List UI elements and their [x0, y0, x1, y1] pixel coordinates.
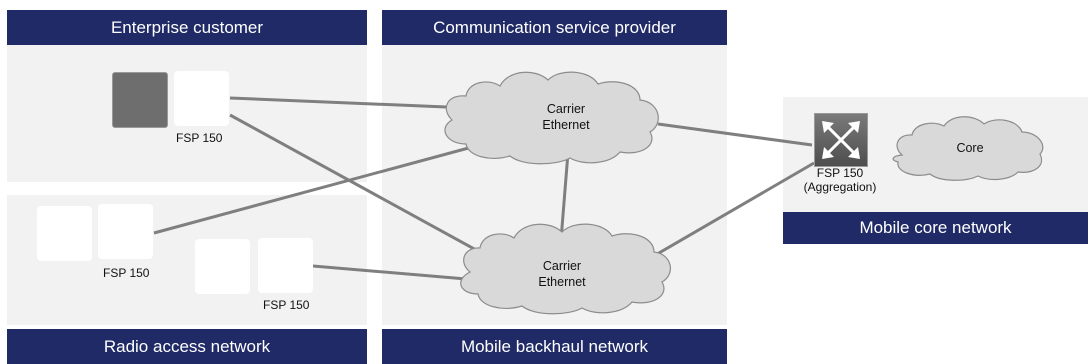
enterprise-customer-device	[112, 72, 168, 128]
link-enterprise-to-lower-cloud	[229, 113, 499, 264]
radio-fsp-label-a: FSP 150	[103, 266, 150, 280]
backhaul-header: Mobile backhaul network	[382, 329, 727, 364]
radio-cell-device-b	[195, 239, 250, 294]
lower-cloud-label: Carrier Ethernet	[512, 258, 612, 290]
cross-arrows-switch-icon	[814, 113, 868, 167]
cloud-core	[892, 116, 1044, 181]
enterprise-header: Enterprise customer	[7, 10, 367, 45]
lower-cloud-line1: Carrier	[542, 259, 582, 273]
upper-cloud-line2: Ethernet	[542, 118, 590, 132]
csp-header: Communication service provider	[382, 10, 727, 45]
upper-cloud-label: Carrier Ethernet	[516, 101, 616, 133]
enterprise-fsp-label: FSP 150	[176, 131, 223, 145]
link-lower-cloud-to-aggregation	[639, 161, 815, 266]
lower-cloud-line2: Ethernet	[538, 275, 586, 289]
core-cloud-label: Core	[956, 141, 984, 155]
cloud-upper	[444, 71, 659, 165]
aggregation-label: FSP 150 (Aggregation)	[800, 166, 880, 194]
link-enterprise-to-upper-cloud	[229, 96, 471, 110]
aggregation-name: FSP 150	[816, 166, 864, 180]
link-radio-to-lower-cloud	[312, 264, 479, 282]
radio-fsp-device-a	[98, 204, 153, 259]
mobile-core-header: Mobile core network	[783, 212, 1088, 244]
radio-fsp-label-b: FSP 150	[263, 298, 310, 312]
enterprise-fsp-device	[174, 71, 229, 126]
link-radio-to-upper-cloud	[153, 141, 488, 235]
radio-cell-device-a	[37, 206, 92, 261]
link-upper-cloud-to-aggregation	[657, 122, 813, 147]
upper-cloud-line1: Carrier	[546, 102, 586, 116]
radio-fsp-device-b	[258, 238, 313, 293]
radio-access-header: Radio access network	[7, 329, 367, 364]
aggregation-role: (Aggregation)	[803, 180, 877, 194]
cloud-lower	[460, 223, 671, 315]
